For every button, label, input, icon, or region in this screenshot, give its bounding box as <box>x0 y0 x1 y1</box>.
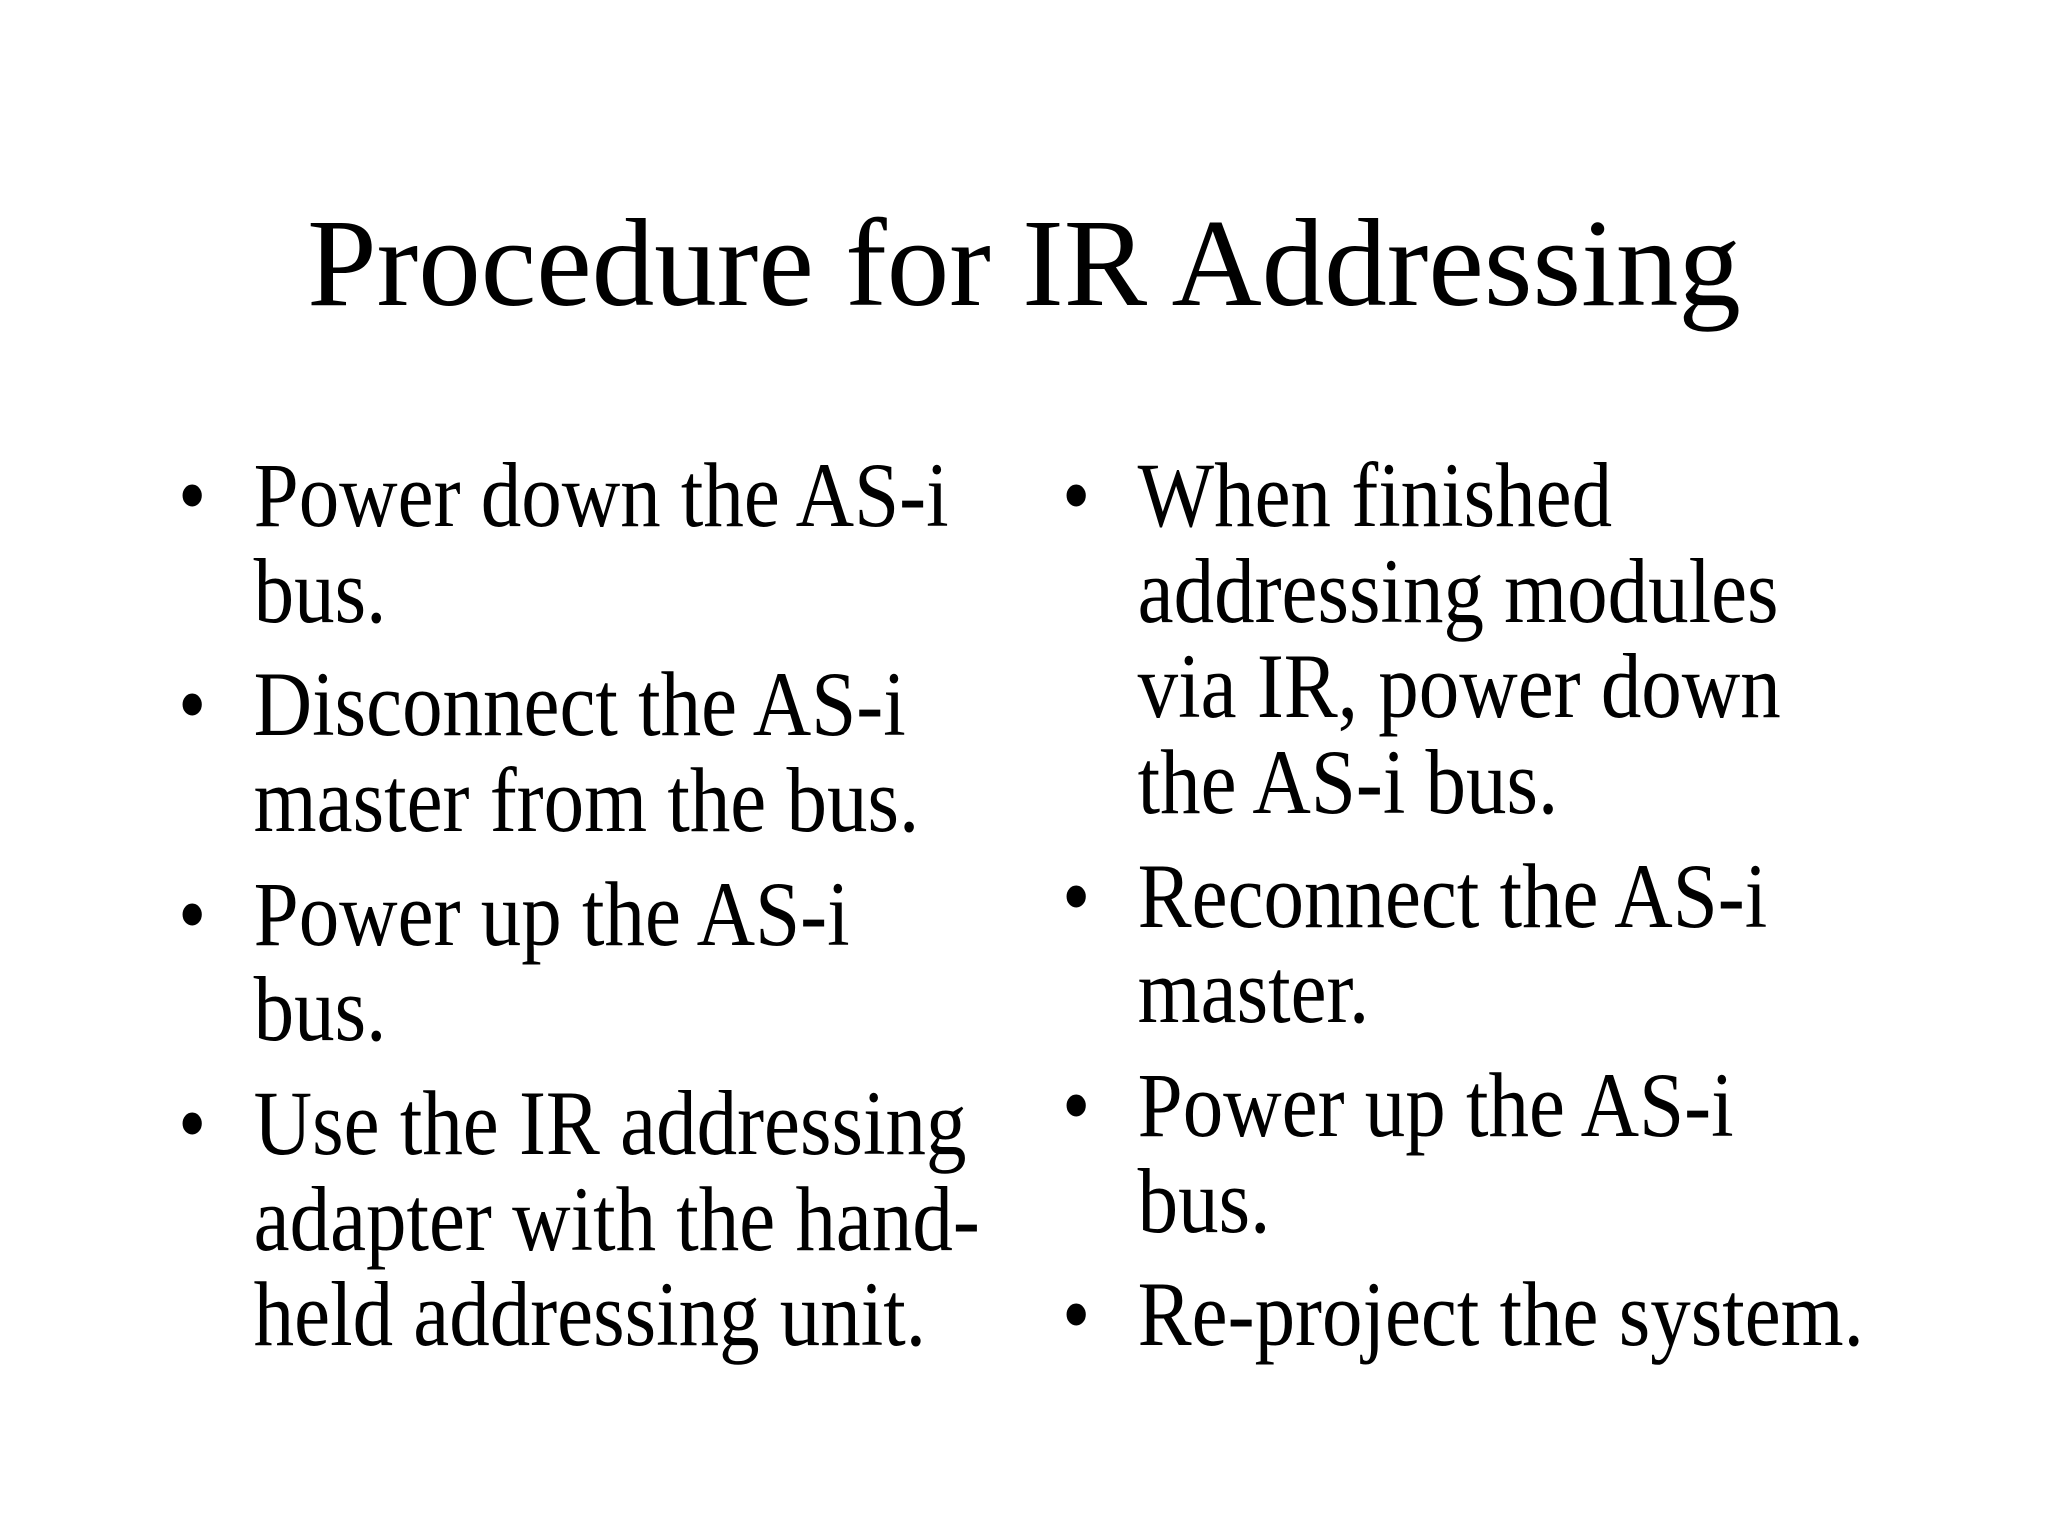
bullet-icon: • <box>178 862 207 965</box>
bullet-item: • Use the IR addressing adapter with the… <box>178 1072 1058 1366</box>
bullet-text: Power down the AS-i bus. <box>253 444 949 642</box>
bullet-text: Use the IR addressing adapter with the h… <box>253 1072 980 1366</box>
bullet-item: • When finished addressing modules via I… <box>1062 444 1942 834</box>
bullet-list-left: • Power down the AS-i bus. • Disconnect … <box>178 444 1058 1381</box>
bullet-icon: • <box>1062 1054 1091 1157</box>
bullet-text: Power up the AS-i bus. <box>1137 1054 1734 1252</box>
bullet-item: • Disconnect the AS-i master from the bu… <box>178 653 1058 852</box>
bullet-icon: • <box>1062 844 1091 947</box>
bullet-text: Reconnect the AS-i master. <box>1137 844 1768 1043</box>
bullet-icon: • <box>1062 444 1091 546</box>
bullet-text: Re-project the system. <box>1137 1263 1864 1366</box>
bullet-icon: • <box>1062 1263 1091 1366</box>
bullet-icon: • <box>178 653 207 756</box>
bullet-icon: • <box>178 1072 207 1175</box>
bullet-icon: • <box>178 444 207 546</box>
bullet-item: • Power down the AS-i bus. <box>178 444 1058 642</box>
bullet-text: Power up the AS-i bus. <box>253 862 850 1061</box>
bullet-item: • Power up the AS-i bus. <box>1062 1054 1942 1252</box>
bullet-item: • Power up the AS-i bus. <box>178 862 1058 1061</box>
bullet-list-right: • When finished addressing modules via I… <box>1062 444 1942 1381</box>
bullet-text: When finished addressing modules via IR,… <box>1137 444 1781 834</box>
slide-title: Procedure for IR Addressing <box>307 195 1741 333</box>
bullet-item: • Reconnect the AS-i master. <box>1062 844 1942 1043</box>
bullet-item: • Re-project the system. <box>1062 1267 1942 1363</box>
bullet-text: Disconnect the AS-i master from the bus. <box>253 653 920 852</box>
